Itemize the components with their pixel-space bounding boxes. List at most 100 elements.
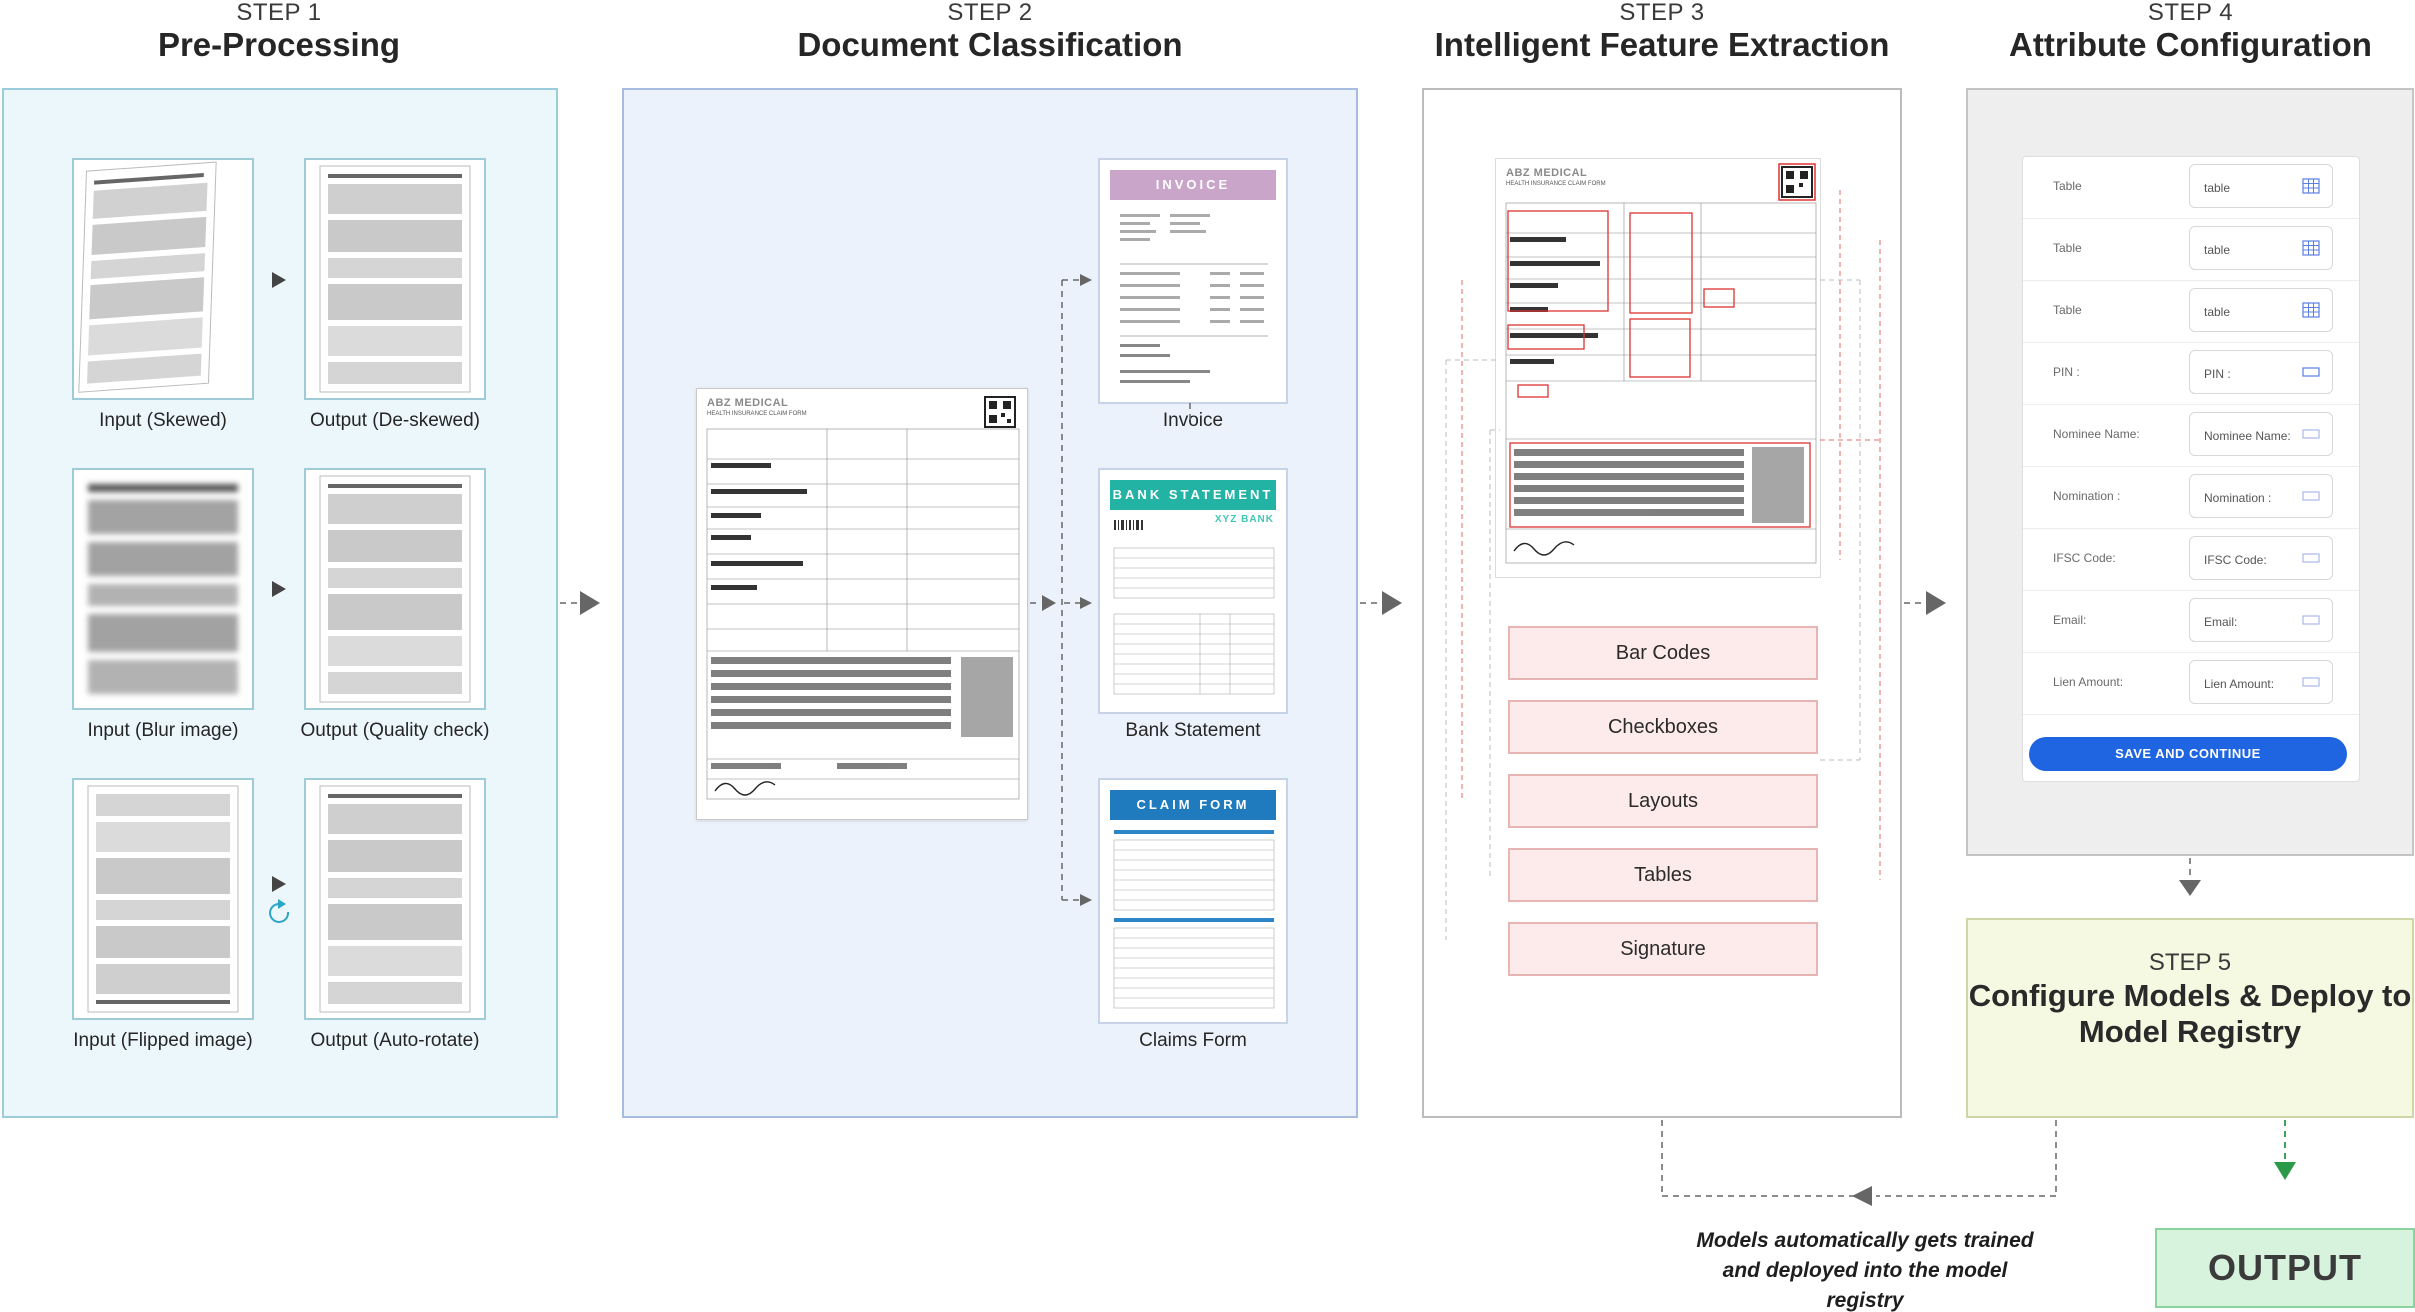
feature-bar-codes: Bar Codes — [1508, 626, 1818, 680]
qr-code-icon — [1781, 166, 1813, 198]
attribute-row: IFSC Code: IFSC Code: — [2023, 529, 2359, 591]
step-number: STEP 5 — [2148, 949, 2232, 976]
output-quality-caption: Output (Quality check) — [300, 720, 490, 741]
claim-form-body-graphic — [1113, 830, 1275, 1009]
blurred-form-graphic — [88, 484, 238, 694]
attribute-input[interactable]: IFSC Code: — [2189, 536, 2333, 580]
attribute-row: Nominee Name: Nominee Name: — [2023, 405, 2359, 467]
attribute-value: IFSC Code: — [2204, 553, 2267, 567]
form-subtitle: HEALTH INSURANCE CLAIM FORM — [707, 411, 807, 417]
claim-form-band: CLAIM FORM — [1110, 790, 1276, 820]
signature-icon — [714, 781, 776, 796]
step-title: Document Classification — [797, 26, 1183, 63]
attribute-row: Table table — [2023, 219, 2359, 281]
deployment-note: Models automatically gets trained and de… — [1696, 1229, 2034, 1312]
deskewed-form-graphic — [319, 165, 471, 393]
field-icon — [2302, 553, 2320, 563]
extraction-form-document: ABZ MEDICAL HEALTH INSURANCE CLAIM FORM — [1495, 158, 1821, 578]
step5-heading: STEP 5 Configure Models & Deploy to Mode… — [1965, 948, 2415, 1050]
attribute-value: Nomination : — [2204, 491, 2272, 505]
attribute-label: Lien Amount: — [2053, 675, 2124, 689]
attribute-row: Lien Amount: Lien Amount: — [2023, 653, 2359, 715]
output-rotated-thumbnail — [304, 778, 486, 1020]
attribute-input[interactable]: table — [2189, 226, 2333, 270]
extraction-form-graphic — [1505, 163, 1817, 564]
step1-heading: STEP 1 Pre-Processing — [0, 0, 558, 64]
step3-heading: STEP 3 Intelligent Feature Extraction — [1400, 0, 1924, 64]
form-body-graphic — [706, 396, 1020, 800]
feature-tables: Tables — [1508, 848, 1818, 902]
input-flipped-thumbnail — [72, 778, 254, 1020]
attribute-label: Table — [2053, 241, 2082, 255]
feature-signature: Signature — [1508, 922, 1818, 976]
arrow-right-icon — [1926, 591, 1946, 615]
attribute-row: PIN : PIN : — [2023, 343, 2359, 405]
attribute-row: Nomination : Nomination : — [2023, 467, 2359, 529]
attribute-value: Email: — [2204, 615, 2238, 629]
bank-statement-card: BANK STATEMENT XYZ BANK — [1098, 468, 1288, 714]
attribute-label: Email: — [2053, 613, 2087, 627]
attribute-label: IFSC Code: — [2053, 551, 2116, 565]
step-number: STEP 3 — [1619, 0, 1705, 26]
attribute-input[interactable]: table — [2189, 288, 2333, 332]
table-icon — [2302, 302, 2320, 318]
step4-heading: STEP 4 Attribute Configuration — [1966, 0, 2415, 64]
claim-form-document: ABZ MEDICAL HEALTH INSURANCE CLAIM FORM — [696, 388, 1028, 820]
step-number: STEP 2 — [947, 0, 1033, 26]
attribute-input[interactable]: Lien Amount: — [2189, 660, 2333, 704]
form-subtitle: HEALTH INSURANCE CLAIM FORM — [1506, 181, 1606, 187]
input-blur-caption: Input (Blur image) — [87, 720, 239, 741]
arrow-down-icon — [2274, 1162, 2296, 1180]
attribute-row: Email: Email: — [2023, 591, 2359, 653]
attribute-value: table — [2204, 181, 2231, 195]
attribute-input[interactable]: Email: — [2189, 598, 2333, 642]
attribute-input[interactable]: PIN : — [2189, 350, 2333, 394]
step-title: Configure Models & Deploy to Model Regis… — [1968, 978, 2412, 1049]
form-brand: ABZ MEDICAL — [707, 397, 789, 409]
bank-name: XYZ BANK — [1214, 514, 1274, 525]
step-title: Pre-Processing — [157, 26, 401, 63]
bank-statement-band: BANK STATEMENT — [1110, 480, 1276, 510]
field-icon — [2302, 367, 2320, 377]
output-rotated-caption: Output (Auto-rotate) — [310, 1030, 480, 1051]
skewed-form-graphic — [78, 161, 217, 393]
invoice-body-graphic — [1120, 214, 1268, 383]
field-icon — [2302, 429, 2320, 439]
save-and-continue-button[interactable]: SAVE AND CONTINUE — [2029, 737, 2347, 771]
attribute-label: Nominee Name: — [2053, 427, 2140, 441]
attribute-input[interactable]: table — [2189, 164, 2333, 208]
output-quality-thumbnail — [304, 468, 486, 710]
qr-code-icon — [984, 396, 1016, 428]
step-number: STEP 1 — [236, 0, 322, 26]
attribute-value: PIN : — [2204, 367, 2231, 381]
output-deskewed-thumbnail — [304, 158, 486, 400]
feature-layouts: Layouts — [1508, 774, 1818, 828]
invoice-caption: Invoice — [1162, 410, 1224, 431]
input-flipped-caption: Input (Flipped image) — [73, 1030, 253, 1051]
input-blur-thumbnail — [72, 468, 254, 710]
field-icon — [2302, 491, 2320, 501]
barcode-icon — [1114, 520, 1143, 530]
attribute-form: Table table Table table Table table PIN … — [2022, 156, 2360, 782]
arrow-down-icon — [2179, 880, 2201, 896]
table-icon — [2302, 240, 2320, 256]
attribute-label: Nomination : — [2053, 489, 2121, 503]
step-number: STEP 4 — [2147, 0, 2234, 26]
deploy-panel — [1966, 918, 2414, 1118]
flipped-form-graphic — [87, 785, 239, 1013]
field-icon — [2302, 677, 2320, 687]
invoice-card: INVOICE — [1098, 158, 1288, 404]
form-brand: ABZ MEDICAL — [1506, 167, 1588, 179]
quality-form-graphic — [319, 475, 471, 703]
claim-form-card: CLAIM FORM — [1098, 778, 1288, 1024]
arrow-right-icon — [580, 591, 600, 615]
attribute-label: Table — [2053, 179, 2082, 193]
bank-statement-caption: Bank Statement — [1125, 720, 1261, 741]
attribute-row: Table table — [2023, 281, 2359, 343]
arrow-right-icon — [1382, 591, 1402, 615]
attribute-input[interactable]: Nomination : — [2189, 474, 2333, 518]
attribute-value: Nominee Name: — [2204, 429, 2291, 443]
table-icon — [2302, 178, 2320, 194]
attribute-input[interactable]: Nominee Name: — [2189, 412, 2333, 456]
field-icon — [2302, 615, 2320, 625]
